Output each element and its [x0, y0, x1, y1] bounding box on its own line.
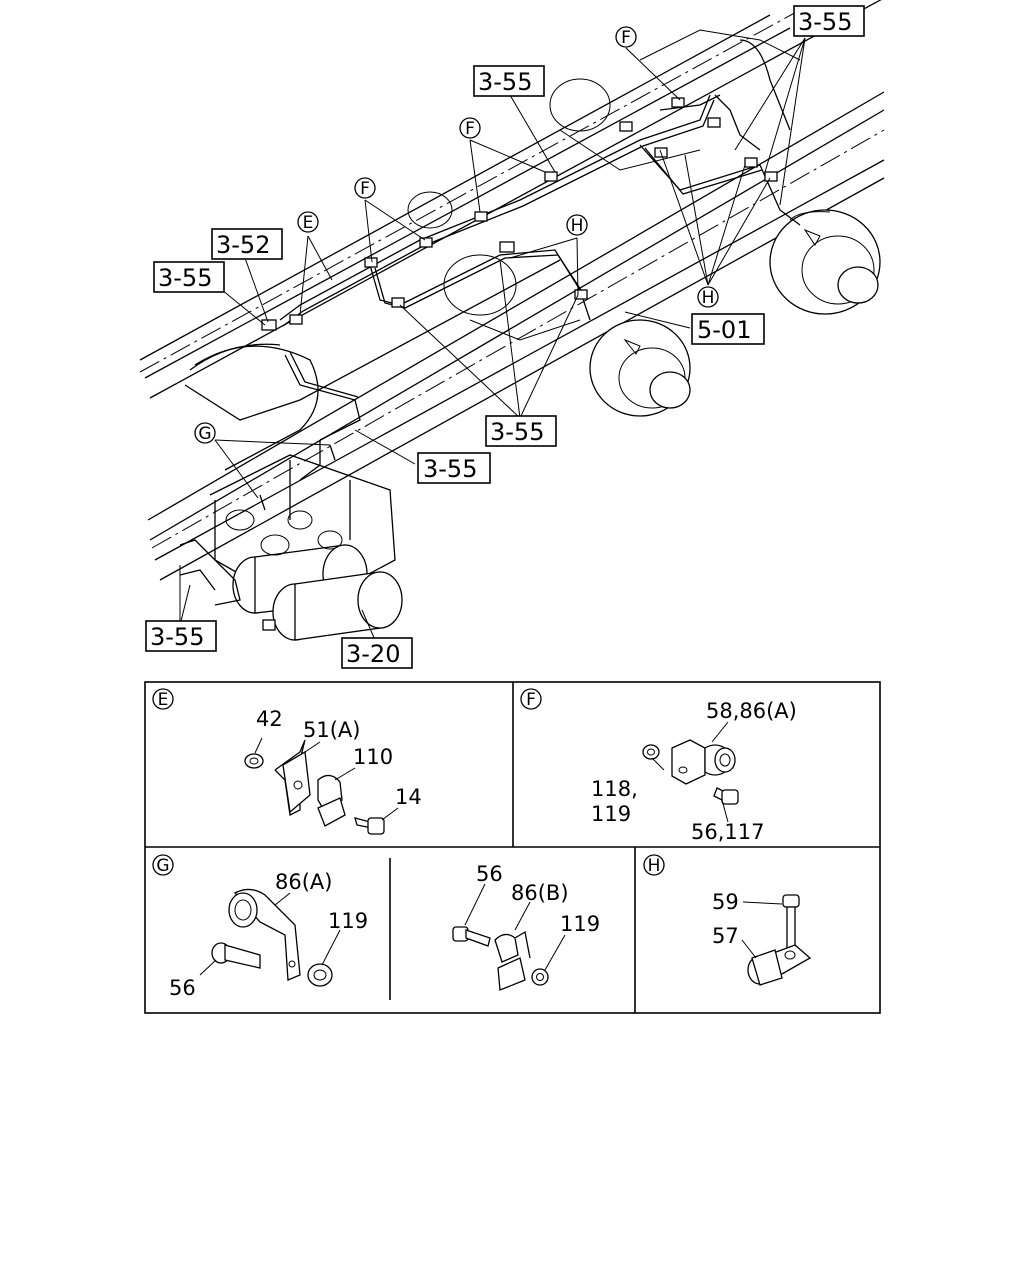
marker-H-right: H	[697, 286, 719, 308]
part-number-119: 119	[560, 912, 600, 936]
detail-panels-frame	[144, 681, 881, 1014]
detail-panel-F: F 58,86(A) 118, 119 56,117	[520, 688, 797, 844]
callout-label: 5-01	[697, 316, 751, 344]
callout-3-55-upper-mid: 3-55	[473, 65, 545, 97]
part-number-86a: 86(A)	[275, 870, 332, 894]
marker-G: G	[194, 422, 216, 444]
callout-3-52: 3-52	[211, 228, 283, 260]
rear-axle-drum-left	[589, 319, 691, 417]
part-number-56-117: 56,117	[691, 820, 764, 844]
part-number-56: 56	[476, 862, 503, 886]
part-number-119: 119	[328, 909, 368, 933]
callout-3-55-lower: 3-55	[417, 452, 491, 484]
detail-panel-H: H 59 57	[643, 854, 812, 986]
part-number-58-86a: 58,86(A)	[706, 699, 797, 723]
part-number-57: 57	[712, 924, 739, 948]
air-tank-assembly	[179, 454, 403, 641]
marker-E: E	[297, 211, 319, 233]
callout-label: 3-55	[798, 8, 852, 36]
leader-lines	[179, 37, 806, 641]
marker-letter: F	[621, 28, 631, 48]
detail-panel-G: G 86(A) 119 56 56 86(B) 119	[152, 854, 600, 1000]
part-number-118: 118,	[591, 777, 638, 801]
marker-letter: F	[465, 119, 475, 139]
callout-3-55-left: 3-55	[153, 261, 225, 293]
rear-axle-drum-right	[769, 209, 881, 315]
callout-label: 3-55	[150, 623, 204, 651]
callout-label: 3-20	[346, 640, 400, 668]
callout-3-20: 3-20	[341, 637, 413, 669]
panel-letter: H	[648, 856, 661, 876]
callout-3-55-top-right: 3-55	[793, 5, 865, 37]
panel-letter: F	[526, 690, 536, 710]
part-number-51a: 51(A)	[303, 718, 360, 742]
part-number-14: 14	[395, 785, 422, 809]
marker-letter: H	[571, 216, 584, 236]
part-number-119: 119	[591, 802, 631, 826]
callout-label: 3-55	[478, 68, 532, 96]
callout-3-55-mid: 3-55	[485, 415, 557, 447]
part-number-86b: 86(B)	[511, 881, 569, 905]
callout-3-55-bottom-left: 3-55	[145, 620, 217, 652]
part-number-59: 59	[712, 890, 739, 914]
marker-letter: G	[198, 424, 211, 444]
marker-H-mid: H	[566, 214, 588, 236]
callout-label: 3-52	[216, 231, 270, 259]
marker-F-mid: F	[459, 117, 481, 139]
marker-F-left: F	[354, 177, 376, 199]
detail-panel-E: E 42 51(A) 110 14	[152, 688, 422, 835]
panel-letter: E	[158, 690, 169, 710]
panel-letter: G	[156, 856, 169, 876]
callout-label: 3-55	[490, 418, 544, 446]
differential-housing	[407, 78, 701, 341]
part-number-56: 56	[169, 976, 196, 1000]
part-number-42: 42	[256, 707, 283, 731]
callout-label: 3-55	[158, 264, 212, 292]
callout-label: 3-55	[423, 455, 477, 483]
marker-letter: E	[303, 213, 314, 233]
marker-F-top: F	[615, 26, 637, 48]
part-number-110: 110	[353, 745, 393, 769]
marker-letter: H	[702, 288, 715, 308]
callout-5-01: 5-01	[691, 313, 765, 345]
marker-letter: F	[360, 179, 370, 199]
